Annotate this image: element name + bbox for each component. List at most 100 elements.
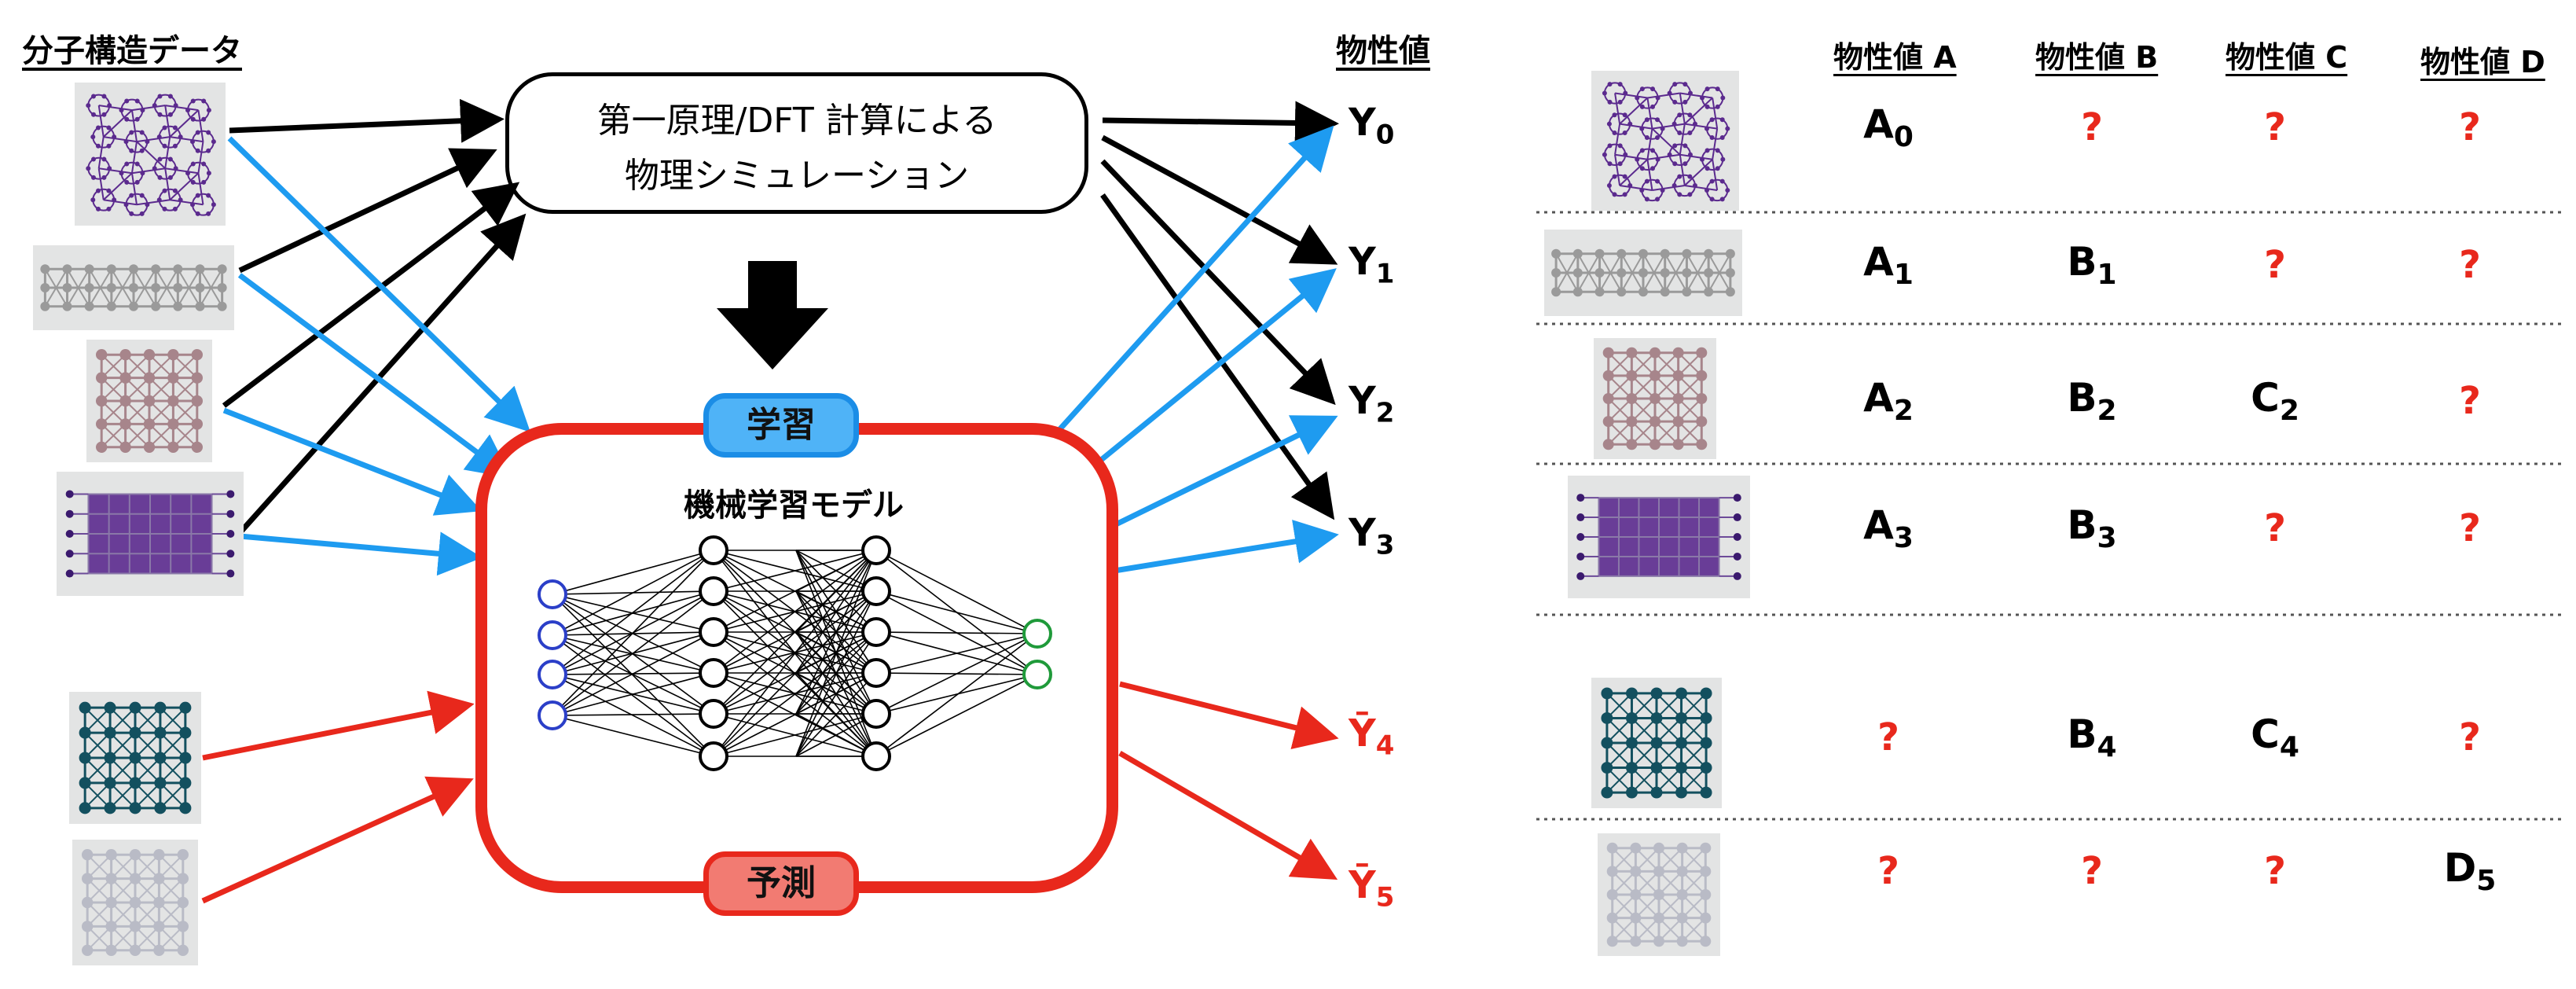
arrow-mol2-model <box>222 407 483 516</box>
cell-value: A <box>1863 375 1894 421</box>
arrow-sim-y1 <box>1101 134 1338 265</box>
cell-value: C <box>2251 711 2280 757</box>
table-cell: ? <box>2264 506 2286 550</box>
simulation-input-arrows <box>222 98 527 535</box>
arrow-model-y4 <box>1119 681 1339 750</box>
arrow-model-y0 <box>1055 125 1334 435</box>
arrow-mol1-model <box>237 273 512 479</box>
cell-value: ? <box>2264 105 2286 149</box>
column-header-c: 物性値 C <box>2226 40 2348 75</box>
cell-value: ? <box>2264 506 2286 550</box>
cell-value: ? <box>2459 105 2481 149</box>
table-cell: ? <box>2264 849 2286 893</box>
table-cell: ? <box>2459 506 2481 550</box>
cell-value: ? <box>2081 105 2103 149</box>
molecule-thumb-3 <box>57 472 244 596</box>
output-node <box>1022 619 1052 649</box>
output-y3: Y3 <box>1349 511 1395 561</box>
cell-subscript: 5 <box>2476 865 2497 897</box>
molecule-structure <box>40 264 227 311</box>
input-node <box>538 579 567 609</box>
molecule-structure <box>86 94 216 216</box>
arrow-model-y2 <box>1113 415 1338 528</box>
molecule-structure <box>1606 842 1712 947</box>
table-cell: ? <box>2081 849 2103 893</box>
network-edges <box>552 550 1038 757</box>
molecule-thumb-2 <box>86 340 212 462</box>
molecule-structure <box>1576 494 1741 580</box>
table-cell: A0 <box>1863 101 1914 153</box>
arrow-mol3-model <box>239 531 483 576</box>
arrow-sim-y0 <box>1102 101 1339 145</box>
column-header-a: 物性値 A <box>1833 40 1957 75</box>
molecule-structure <box>1551 248 1735 297</box>
molecule-thumb-1 <box>33 245 234 330</box>
cell-subscript: 1 <box>2097 259 2117 291</box>
cell-value: A <box>1863 101 1894 147</box>
molecule-thumb-5 <box>72 840 198 965</box>
arrow-model-y5 <box>1118 750 1338 881</box>
output-y1: Y1 <box>1349 240 1395 290</box>
hidden-node <box>861 576 891 606</box>
column-header-b: 物性値 B <box>2035 40 2159 75</box>
cell-value: ? <box>2459 715 2481 759</box>
arrow-model-y3 <box>1114 520 1339 574</box>
molecule-thumb-0 <box>75 83 226 226</box>
cell-value: ? <box>1877 849 1899 893</box>
cell-subscript: 1 <box>1893 259 1914 291</box>
cell-value: A <box>1863 502 1894 548</box>
cell-value: B <box>2067 711 2097 757</box>
prediction-arrows <box>201 681 1339 904</box>
table-cell: ? <box>2264 243 2286 287</box>
table-cell: ? <box>2459 379 2481 423</box>
hidden-node <box>699 741 728 771</box>
molecule-structure <box>1602 82 1730 202</box>
cell-subscript: 2 <box>2097 395 2117 427</box>
cell-value: ? <box>2459 506 2481 550</box>
table-cell: B1 <box>2067 239 2116 291</box>
model-title: 機械学習モデル <box>684 487 904 524</box>
cell-subscript: 2 <box>1893 395 1914 427</box>
cell-subscript: 4 <box>2279 731 2299 763</box>
hidden-node <box>699 658 728 688</box>
arrow-sim-y3 <box>1100 193 1335 520</box>
arrow-mol0-model <box>227 136 531 432</box>
arrow-sim-y2 <box>1100 159 1336 406</box>
input-node <box>538 700 567 730</box>
cell-value: ? <box>1877 715 1899 759</box>
output-y2: Y2 <box>1349 379 1395 429</box>
table-cell: D5 <box>2444 845 2497 897</box>
simulation-box: 第一原理/DFT 計算による 物理シミュレーション <box>505 72 1088 214</box>
hidden-node <box>861 699 891 729</box>
table-cell: ? <box>1877 849 1899 893</box>
table-molecule-4 <box>1591 678 1722 808</box>
table-molecule-0 <box>1591 71 1739 211</box>
table-cell: ? <box>2459 243 2481 287</box>
hidden-node <box>861 617 891 647</box>
output-y0: Y0 <box>1349 101 1395 151</box>
cell-value: ? <box>2459 243 2481 287</box>
table-cell: B2 <box>2067 375 2116 427</box>
training-output-arrows <box>1055 125 1339 574</box>
hidden-node <box>861 658 891 688</box>
cell-subscript: 4 <box>2097 731 2117 763</box>
learn-pill: 学習 <box>703 393 859 458</box>
property-header: 物性値 <box>1336 33 1430 69</box>
cell-value: A <box>1863 239 1894 285</box>
column-header-d: 物性値 D <box>2420 45 2545 79</box>
molecule-structure <box>1602 347 1708 450</box>
hidden-node <box>861 535 891 565</box>
output-node <box>1022 660 1052 689</box>
cell-subscript: 2 <box>2279 395 2299 427</box>
table-cell: A3 <box>1863 502 1914 554</box>
hidden-node <box>699 617 728 647</box>
arrow-mol4-model <box>202 690 475 761</box>
input-node <box>538 660 567 689</box>
cell-value: ? <box>2459 379 2481 423</box>
cell-subscript: 3 <box>1893 522 1914 554</box>
hidden-node <box>699 535 728 565</box>
hidden-node <box>861 741 891 771</box>
input-node <box>538 620 567 650</box>
